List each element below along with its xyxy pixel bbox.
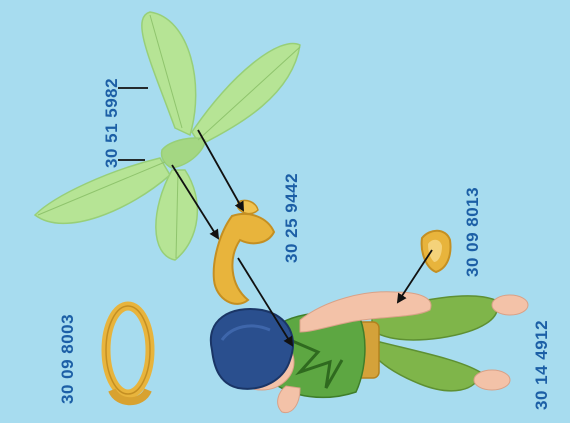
arrow-wings-to-clip	[198, 130, 243, 210]
hair-clip-part	[214, 200, 274, 303]
figure-part-number: 30 14 4912	[532, 320, 552, 410]
ring-collar-part-number: 30 09 8003	[58, 314, 78, 404]
ring-collar-part	[106, 306, 150, 401]
hair-clip-part-number: 30 25 9442	[282, 173, 302, 263]
wings-part-number: 30 51 5982	[102, 78, 122, 168]
bracelet-part-number: 30 09 8013	[463, 187, 483, 277]
bracelet-part	[422, 231, 451, 272]
figure-part	[211, 292, 528, 413]
